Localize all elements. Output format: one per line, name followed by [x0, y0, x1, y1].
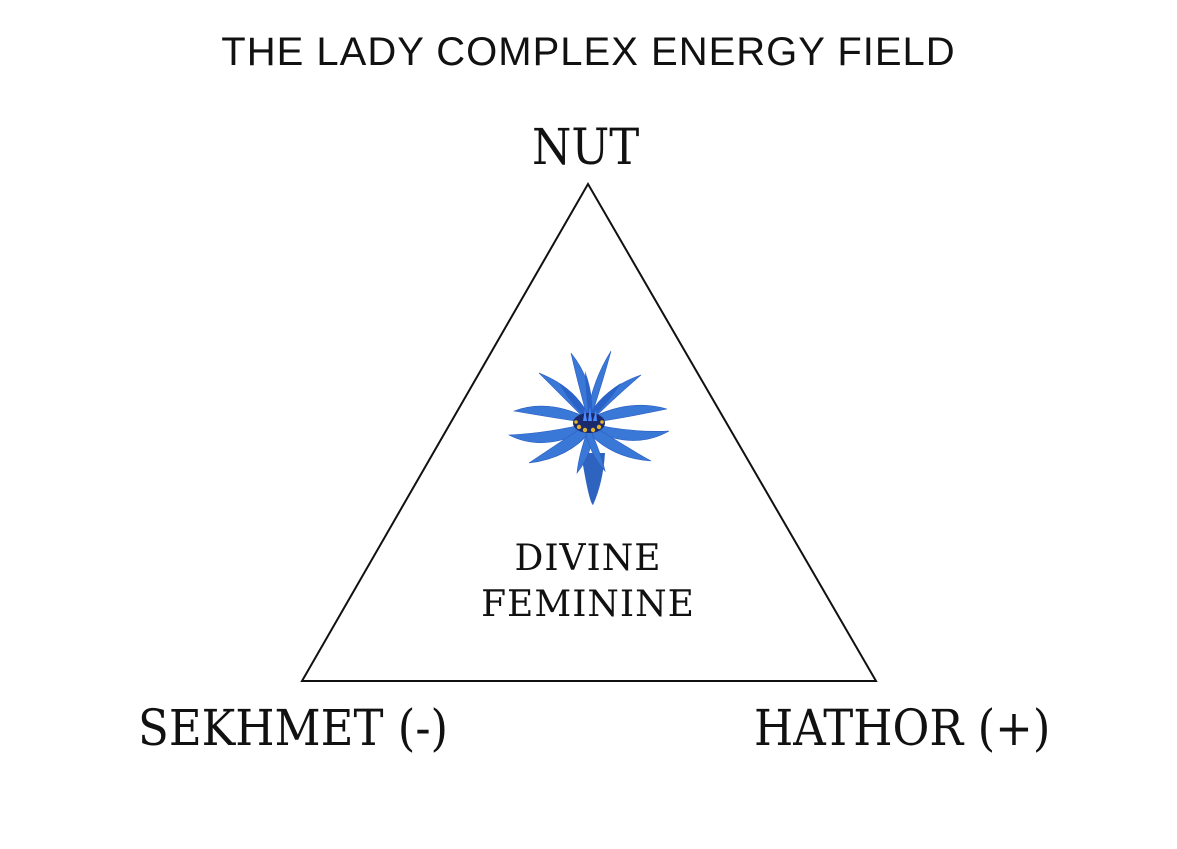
center-label-line1: DIVINE — [514, 538, 662, 579]
vertex-label-hathor: HATHOR (+) — [754, 699, 1051, 757]
center-label-line2: FEMININE — [481, 584, 695, 625]
vertex-label-nut: NUT — [532, 118, 640, 176]
vertex-label-sekhmet: SEKHMET (-) — [138, 699, 449, 757]
blue-lotus-icon — [507, 350, 670, 505]
diagram-title: THE LADY COMPLEX ENERGY FIELD — [221, 30, 956, 74]
energy-triangle — [300, 182, 878, 682]
